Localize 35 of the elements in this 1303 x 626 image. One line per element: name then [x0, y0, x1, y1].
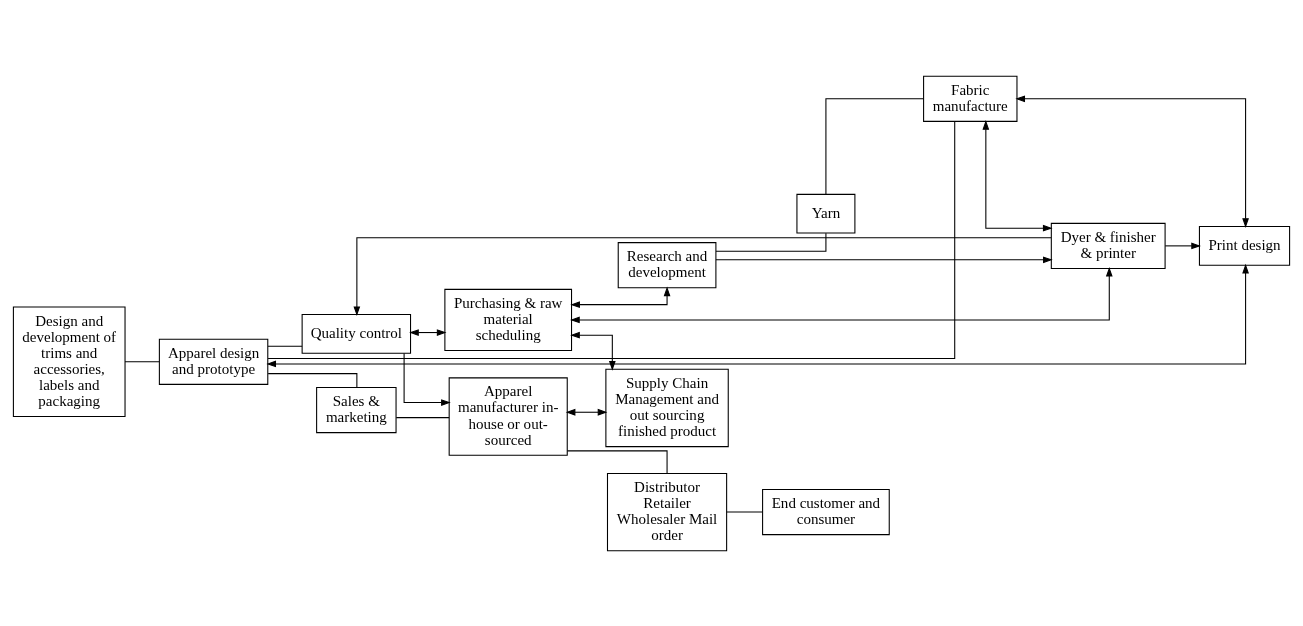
connector	[124, 360, 160, 362]
arrow	[266, 263, 1249, 367]
node-box: Quality control	[301, 313, 412, 354]
node-box: Design and development of trims and accessories, labels and packaging	[12, 306, 126, 417]
node-box: Apparel manufacturer in-house or out-sourced	[448, 376, 568, 456]
arrow	[570, 266, 1113, 323]
connector	[395, 416, 450, 418]
connector	[825, 97, 924, 195]
connector	[566, 449, 668, 474]
arrow	[353, 236, 1052, 316]
arrow	[403, 352, 451, 406]
connector	[267, 372, 358, 388]
arrow	[570, 331, 616, 371]
connector	[267, 120, 956, 359]
node-box: Yarn	[796, 193, 856, 234]
node-box: Research and development	[617, 241, 717, 288]
node-box: Print design	[1198, 225, 1291, 266]
node-box: Apparel design and prototype	[158, 338, 269, 385]
connector	[726, 511, 763, 513]
arrow	[1015, 94, 1249, 228]
arrow	[1164, 242, 1201, 249]
node-box: Distributor Retailer Wholesaler Mail order	[606, 472, 728, 551]
node-box: Sales & marketing	[316, 386, 397, 433]
node-box: Dyer & finisher & printer	[1050, 222, 1166, 269]
arrow	[409, 328, 447, 336]
connector	[715, 232, 827, 252]
arrow	[715, 255, 1053, 263]
arrow	[565, 408, 608, 416]
node-box: End customer and consumer	[762, 488, 890, 535]
arrow	[982, 119, 1053, 232]
node-box: Purchasing & raw material scheduling	[444, 288, 573, 351]
node-box: Fabric manufacture	[923, 75, 1018, 122]
arrow	[570, 286, 671, 308]
node-box: Supply Chain Management and out sourcing finished product	[605, 368, 729, 447]
connector	[267, 345, 303, 347]
